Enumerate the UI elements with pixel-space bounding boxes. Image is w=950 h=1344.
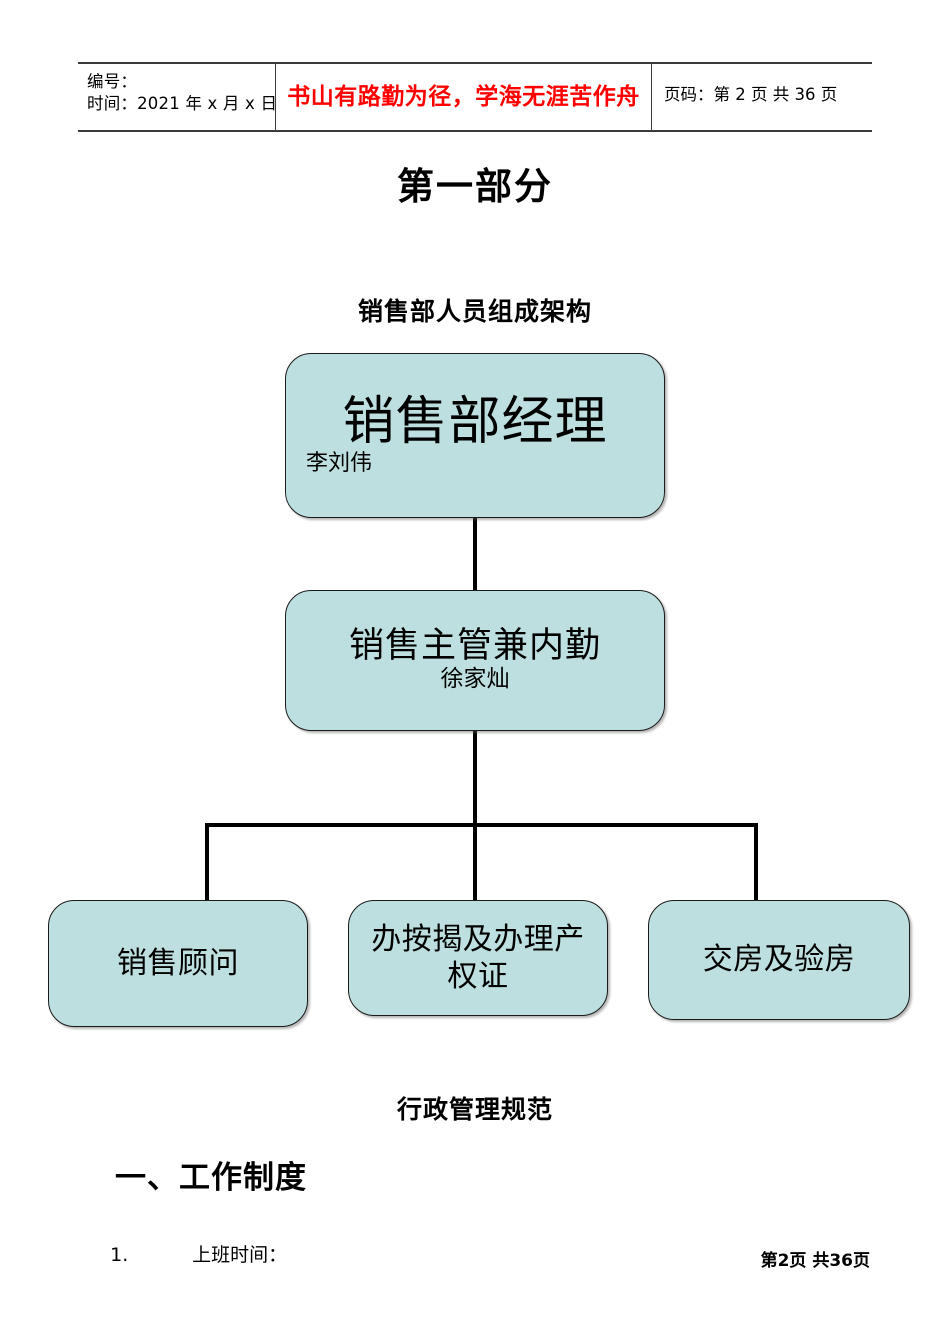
connector-horizontal-bus [205,823,758,827]
page-title: 第一部分 [397,165,553,208]
org-node-sales-consultant[interactable]: 销售顾问 [48,900,308,1027]
org-node-manager-role: 销售部经理 [342,392,608,453]
org-node-supervisor-person: 徐家灿 [440,666,510,693]
connector-drop-left [205,823,209,901]
org-node-supervisor[interactable]: 销售主管兼内勤 徐家灿 [285,590,665,731]
org-node-manager[interactable]: 销售部经理 李刘伟 [285,353,665,518]
list-item-text: 上班时间： [192,1244,288,1266]
connector-supervisor-stem [473,730,477,826]
org-node-delivery-inspection-role: 交房及验房 [702,942,856,978]
header-cell-pagenum: 页码：第 2 页 共 36 页 [652,64,872,130]
orgchart-title: 销售部人员组成架构 [357,297,592,326]
page-footer: 第2页 共36页 [760,1251,870,1271]
org-node-delivery-inspection[interactable]: 交房及验房 [648,900,910,1020]
connector-manager-to-supervisor [473,518,477,591]
list-item: 1. 上班时间： [86,1218,287,1289]
heading-work-system: 一、工作制度 [115,1160,307,1196]
list-item-number: 1. [110,1244,129,1266]
org-node-supervisor-role: 销售主管兼内勤 [348,626,601,667]
org-node-manager-person: 李刘伟 [306,450,373,476]
header-motto-text: 书山有路勤为径，学海无涯苦作舟 [287,84,640,110]
header-cell-meta: 编号： 时间：2021 年 x 月 x 日 [78,64,278,130]
org-node-sales-consultant-role: 销售顾问 [117,945,239,981]
header-cell-motto: 书山有路勤为径，学海无涯苦作舟 [276,64,652,130]
page-header-table: 编号： 时间：2021 年 x 月 x 日 书山有路勤为径，学海无涯苦作舟 页码… [78,62,872,132]
header-page-label: 页码：第 2 页 共 36 页 [664,85,838,104]
connector-drop-middle [473,823,477,901]
header-time-label: 时间：2021 年 x 月 x 日 [87,94,278,113]
admin-section-title: 行政管理规范 [396,1095,553,1124]
org-node-mortgage-title[interactable]: 办按揭及办理产权证 [348,900,608,1016]
connector-drop-right [754,823,758,901]
header-number-label: 编号： [87,72,138,91]
org-node-mortgage-title-role: 办按揭及办理产权证 [371,921,585,995]
